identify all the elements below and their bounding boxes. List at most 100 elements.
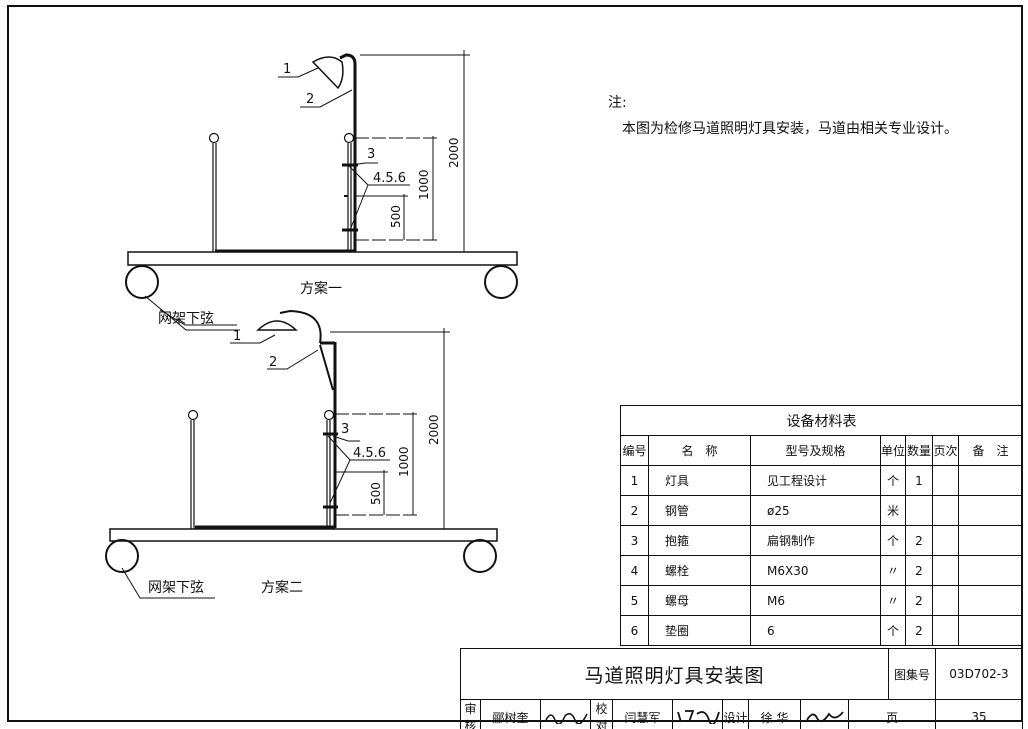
callout-3: 3 — [341, 422, 349, 437]
cell-unit: 米 — [880, 495, 906, 526]
lamp-fixture — [311, 56, 344, 90]
title-block: 马道照明灯具安装图 图集号 03D702-3 审核 郦树奎 校对 闫慧军 设计 … — [460, 648, 1023, 729]
check-label: 校对 — [590, 699, 613, 729]
dim-1000: 1000 — [417, 169, 431, 200]
cell-page — [932, 555, 959, 586]
cell-spec: 6 — [750, 615, 881, 646]
cell-remark — [958, 465, 1023, 496]
table-header: 编号 名 称 型号及规格 单位 数量 页次 备 注 — [620, 435, 1023, 466]
cell-page — [932, 525, 959, 556]
cell-spec: 见工程设计 — [750, 465, 881, 496]
atlas-number: 03D702-3 — [935, 648, 1023, 700]
scheme-1 — [125, 50, 518, 331]
handrail-right — [323, 409, 335, 421]
walkway-deck — [127, 251, 518, 266]
atlas-label: 图集号 — [888, 648, 936, 700]
steel-pipe — [339, 53, 357, 252]
cell-name: 垫圈 — [648, 615, 751, 646]
truss-chord-label: 网架下弦 — [158, 311, 214, 327]
cell-qty: 1 — [905, 465, 933, 496]
dim-2000: 2000 — [447, 137, 461, 168]
cell-qty: 2 — [905, 525, 933, 556]
scheme-1-labels: 1 2 3 4.5.6 2000 1000 500 方案一 网架下弦 — [158, 62, 461, 327]
header-unit: 单位 — [880, 435, 906, 466]
header-qty: 数量 — [905, 435, 933, 466]
cell-no: 2 — [620, 495, 649, 526]
cell-page — [932, 495, 959, 526]
page-number: 35 — [935, 699, 1023, 729]
header-remark: 备 注 — [958, 435, 1023, 466]
designer-name: 徐 华 — [748, 699, 801, 729]
cell-qty — [905, 495, 933, 526]
callout-456: 4.5.6 — [373, 171, 406, 186]
cell-no: 3 — [620, 525, 649, 556]
page-label: 页 — [848, 699, 936, 729]
callout-2: 2 — [269, 355, 277, 370]
cell-name: 螺母 — [648, 585, 751, 616]
table-title: 设备材料表 — [620, 405, 1023, 436]
truss-chord-left — [125, 265, 159, 299]
cell-unit: 个 — [880, 525, 906, 556]
cell-name: 灯具 — [648, 465, 751, 496]
cell-no: 4 — [620, 555, 649, 586]
header-spec: 型号及规格 — [750, 435, 881, 466]
cell-unit: 个 — [880, 465, 906, 496]
cell-remark — [958, 555, 1023, 586]
callout-1: 1 — [233, 329, 241, 344]
reviewer-signature — [540, 699, 591, 729]
scheme-2-labels: 1 2 3 4.5.6 2000 1000 500 网架下弦 方案二 — [148, 329, 441, 596]
cell-name: 抱箍 — [648, 525, 751, 556]
cell-page — [932, 585, 959, 616]
cell-no: 5 — [620, 585, 649, 616]
truss-chord-right — [484, 265, 518, 299]
header-page: 页次 — [932, 435, 959, 466]
drawing-title: 马道照明灯具安装图 — [460, 648, 889, 700]
cell-remark — [958, 585, 1023, 616]
cell-no: 1 — [620, 465, 649, 496]
cell-spec: M6X30 — [750, 555, 881, 586]
handrail-right — [343, 132, 355, 144]
truss-chord-left — [105, 539, 139, 573]
dim-500: 500 — [369, 482, 383, 505]
review-label: 审核 — [460, 699, 481, 729]
cell-page — [932, 615, 959, 646]
checker-signature — [672, 699, 723, 729]
scheme-1-title: 方案一 — [300, 280, 342, 297]
notes-text: 本图为检修马道照明灯具安装，马道由相关专业设计。 — [622, 121, 958, 137]
truss-chord-right — [463, 539, 497, 573]
cell-spec: 扁钢制作 — [750, 525, 881, 556]
cell-qty: 2 — [905, 615, 933, 646]
cell-unit: 〃 — [880, 555, 906, 586]
cell-spec: M6 — [750, 585, 881, 616]
header-name: 名 称 — [648, 435, 751, 466]
cell-name: 螺栓 — [648, 555, 751, 586]
notes-label: 注: — [608, 95, 627, 111]
callout-2: 2 — [306, 92, 314, 107]
handrail-left — [208, 132, 220, 144]
cell-unit: 〃 — [880, 585, 906, 616]
cell-qty: 2 — [905, 555, 933, 586]
truss-chord-label: 网架下弦 — [148, 580, 204, 596]
header-no: 编号 — [620, 435, 649, 466]
lamp-fixture — [256, 320, 298, 331]
dim-2000: 2000 — [427, 414, 441, 445]
scheme-2 — [105, 309, 498, 599]
designer-signature — [800, 699, 849, 729]
cell-qty: 2 — [905, 585, 933, 616]
cell-spec: ø25 — [750, 495, 881, 526]
callout-3: 3 — [367, 147, 375, 162]
handrail-left — [187, 409, 199, 421]
callout-456: 4.5.6 — [353, 446, 386, 461]
callout-1: 1 — [283, 62, 291, 77]
reviewer-name: 郦树奎 — [480, 699, 541, 729]
scheme-2-title: 方案二 — [261, 579, 303, 596]
dim-1000: 1000 — [397, 446, 411, 477]
